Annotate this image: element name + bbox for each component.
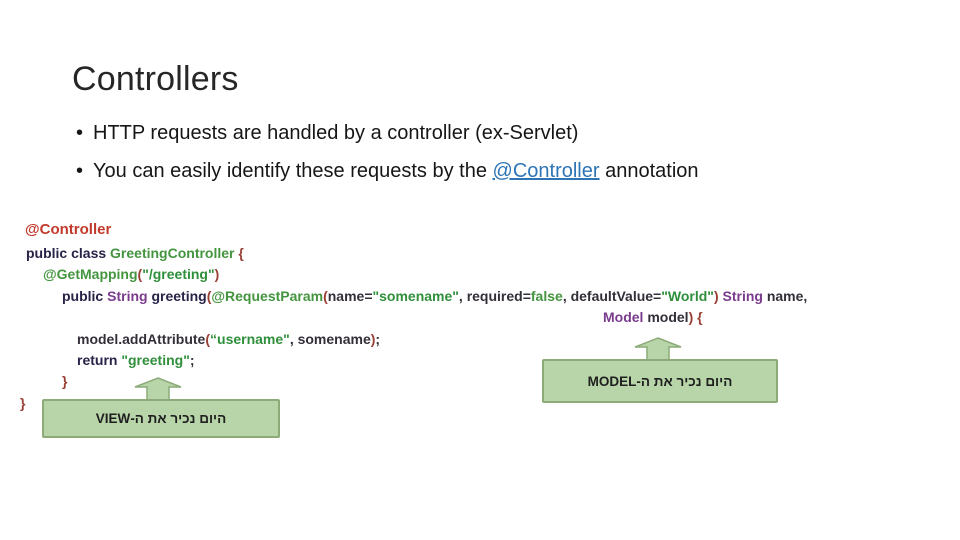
bullet-list: • HTTP requests are handled by a controll… [76, 114, 916, 190]
code-line: return "greeting"; [77, 352, 195, 368]
code-line: model.addAttribute(“username", somename)… [77, 331, 380, 347]
bullet-text: You can easily identify these requests b… [93, 160, 493, 182]
code-token: Model [603, 309, 644, 326]
code-token: ) { [688, 309, 703, 326]
code-token: “username" [210, 330, 290, 347]
code-line: public String greeting(@RequestParam(nam… [62, 288, 807, 304]
code-token: @RequestParam [211, 287, 324, 304]
code-token: "/greeting" [142, 266, 215, 283]
code-token: "World" [661, 287, 714, 304]
model-up-arrow-icon [634, 337, 682, 360]
bullet-item: • HTTP requests are handled by a controll… [76, 114, 916, 152]
code-token: , defaultValue= [562, 287, 662, 304]
code-token: greeting [151, 287, 207, 304]
code-token: GreetingController [110, 245, 239, 261]
page-title: Controllers [72, 60, 239, 98]
code-token: ) [214, 266, 220, 283]
bullet-item: • You can easily identify these requests … [76, 152, 916, 190]
code-token: ( [137, 266, 143, 283]
controller-annotation-link[interactable]: @Controller [492, 160, 600, 182]
view-callout: היום נכיר את ה-VIEW [42, 399, 280, 438]
code-token: , somename [289, 330, 371, 347]
code-line: } [62, 373, 67, 389]
code-block: public class GreetingController { @GetMap… [20, 245, 950, 420]
model-callout-label: היום נכיר את ה-MODEL [587, 373, 733, 389]
code-token: @GetMapping [43, 266, 138, 283]
code-token: ) [713, 287, 723, 304]
view-callout-label: היום נכיר את ה-VIEW [95, 411, 227, 426]
code-token: public class [26, 245, 111, 261]
code-token: String [722, 287, 763, 304]
code-token: name= [327, 287, 373, 304]
code-token: model [643, 309, 689, 326]
code-token: ( [205, 330, 211, 347]
code-token: false [530, 287, 563, 304]
code-token: ; [375, 330, 381, 347]
code-line: Model model) { [603, 309, 703, 325]
code-token: public [62, 287, 108, 304]
code-annotation-header: @Controller [25, 221, 112, 238]
bullet-marker-icon: • [76, 160, 84, 182]
code-line: public class GreetingController { [26, 245, 244, 261]
code-line: @GetMapping("/greeting") [43, 266, 219, 282]
code-token: name, [762, 287, 808, 304]
code-token: String [107, 287, 152, 304]
code-token: ( [206, 287, 212, 304]
code-token: return [77, 352, 122, 368]
bullet-text: annotation [599, 160, 699, 182]
code-token: ( [323, 287, 328, 304]
code-token: "somename" [372, 287, 459, 304]
code-token: model.addAttribute [77, 330, 206, 347]
bullet-marker-icon: • [76, 122, 84, 144]
code-token: } [20, 394, 26, 411]
code-token: { [238, 245, 244, 261]
code-token: "greeting" [121, 352, 190, 368]
code-token: } [62, 373, 68, 390]
code-line: } [20, 395, 25, 411]
view-up-arrow-icon [134, 377, 182, 400]
bullet-text: HTTP requests are handled by a controlle… [93, 122, 579, 144]
code-token: , required= [458, 287, 531, 304]
code-token: ; [189, 352, 195, 368]
code-token: ) [370, 330, 376, 347]
model-callout: היום נכיר את ה-MODEL [542, 359, 778, 403]
